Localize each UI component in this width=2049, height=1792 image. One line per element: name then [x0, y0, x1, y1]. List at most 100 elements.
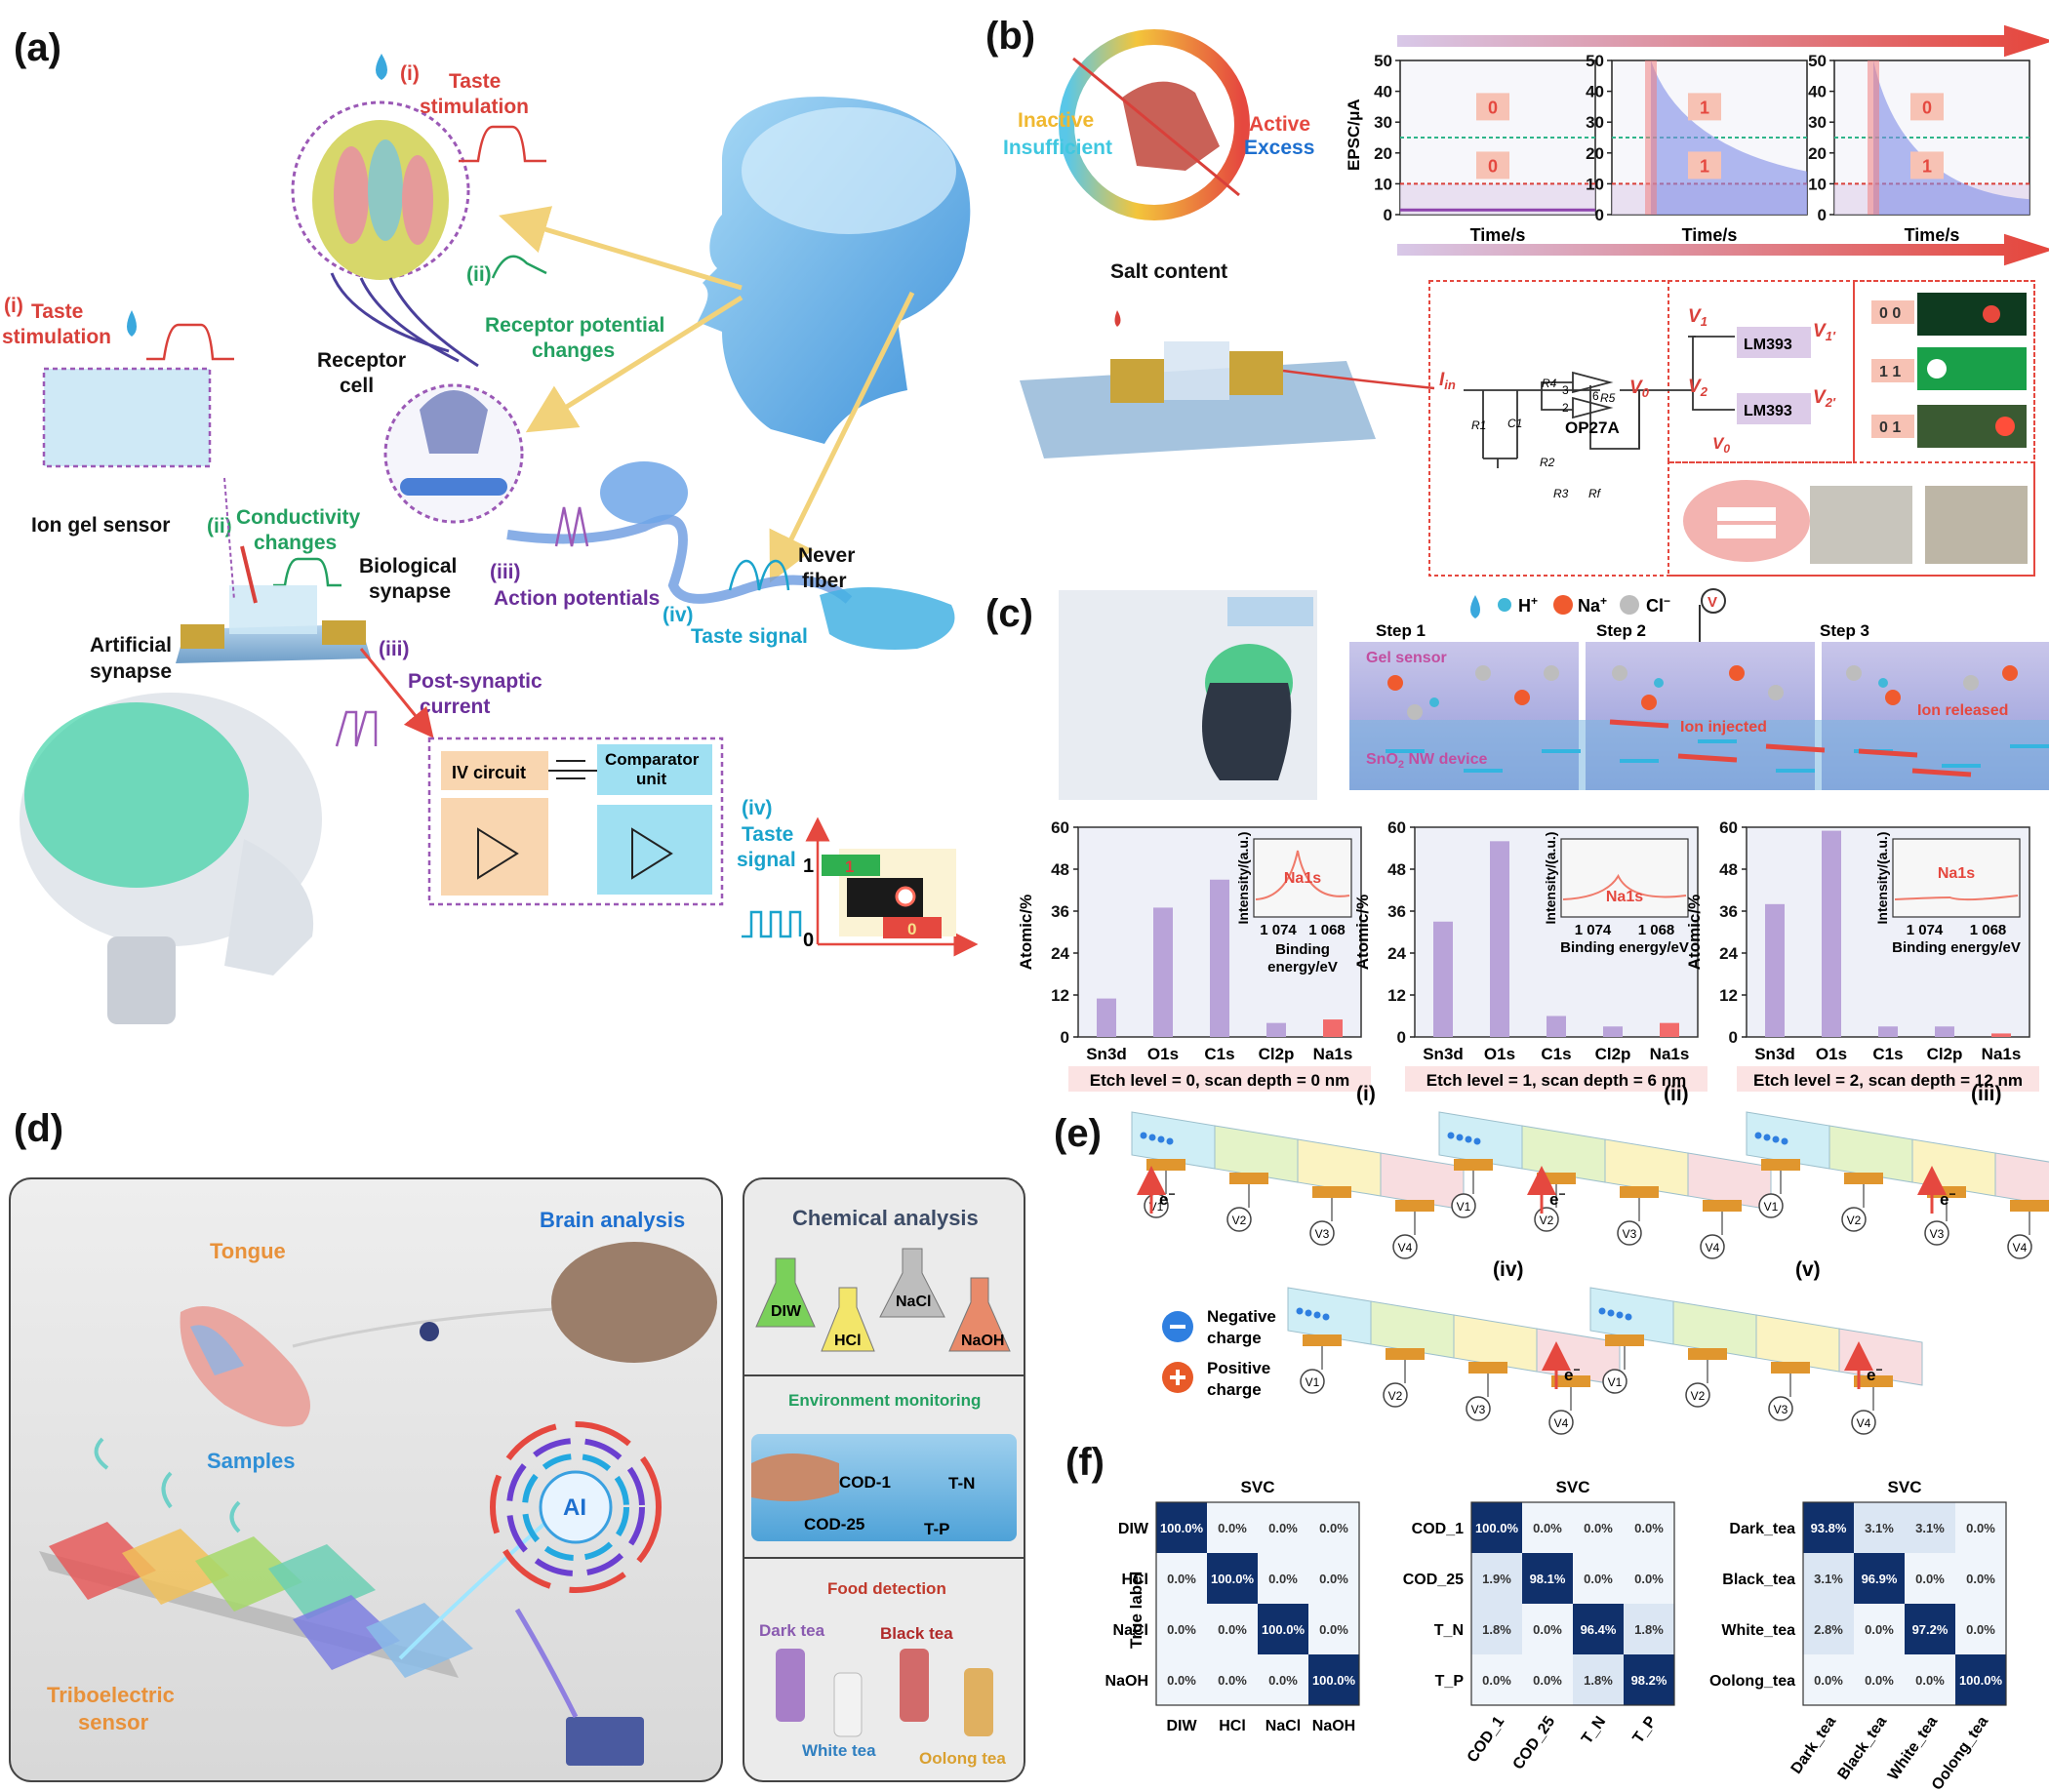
- xps-inset-xlabel: Binding energy/eV: [1560, 939, 1689, 956]
- salt-excess: Excess: [1244, 137, 1314, 159]
- panel-e: (e) V1V2V3V4(i)e−V1V2V3V4(ii)e−V1V2V3V4(…: [1054, 1083, 2049, 1435]
- injected-ion-streak: [1911, 768, 1972, 777]
- ion-particle-cl: [1963, 675, 1979, 691]
- y-tick-label: 50: [1374, 52, 1392, 70]
- out-1: 1: [803, 856, 814, 877]
- cm-value: 96.9%: [1862, 1572, 1898, 1586]
- ai-label: AI: [563, 1494, 586, 1521]
- rf-label: Rf: [1588, 487, 1602, 500]
- voltmeter-node: [1768, 1396, 1793, 1421]
- electrode-pad: [1761, 1159, 1800, 1171]
- v-node-label: V1: [1608, 1375, 1623, 1389]
- ion-particle-h: [1878, 678, 1888, 688]
- xps-bar-na1s: [1660, 1022, 1679, 1037]
- cm-col-label: White_tea: [1885, 1713, 1941, 1783]
- xps-bar-o1s: [1153, 907, 1173, 1037]
- ion-particle-na: [1514, 690, 1530, 705]
- electrode-pad: [1386, 1348, 1425, 1360]
- taste-signal: Taste signal: [691, 625, 808, 648]
- cm-cell: [1803, 1604, 1854, 1654]
- cm-cell: [1308, 1553, 1359, 1604]
- xps-title: Etch level = 1, scan depth = 6 nm: [1426, 1071, 1686, 1090]
- y-tick-label: 0: [1397, 1028, 1406, 1047]
- cm-cell: [1156, 1553, 1207, 1604]
- cm-cell: [1471, 1654, 1522, 1705]
- ion-particle-na: [1641, 695, 1657, 710]
- xps-bar-o1s: [1822, 830, 1841, 1037]
- code-box: [1476, 151, 1509, 179]
- cod1-label: COD-1: [839, 1473, 891, 1492]
- lm393-1-label: LM393: [1744, 337, 1792, 353]
- panel-letter-a: (a): [14, 26, 61, 69]
- cod25-label: COD-25: [804, 1515, 864, 1533]
- cm-col-label: T_N: [1579, 1714, 1609, 1748]
- xps-category-label: Sn3d: [1086, 1045, 1127, 1063]
- v-node-label: V4: [1554, 1416, 1569, 1430]
- electrode-pad: [1468, 1362, 1507, 1374]
- receptor-waveform: [491, 255, 547, 279]
- white-tea-label: White tea: [802, 1741, 876, 1760]
- charge-dot: [1781, 1137, 1788, 1145]
- v-node-label: V4: [1857, 1416, 1871, 1430]
- code-box: [1688, 93, 1721, 121]
- right-electrode: [1229, 351, 1283, 395]
- action-potential-waveform: [554, 506, 589, 547]
- xps-bar-c1s: [1210, 879, 1229, 1037]
- cm-col-label: COD_1: [1465, 1713, 1508, 1766]
- stage-label: (iv): [1493, 1258, 1524, 1281]
- cm-row-label: COD_25: [1403, 1572, 1464, 1588]
- xps-category-label: C1s: [1204, 1045, 1234, 1063]
- stage-label: (i): [1356, 1083, 1376, 1105]
- voltmeter-node: [1851, 1410, 1876, 1435]
- electrode-pad: [1688, 1348, 1727, 1360]
- cm-cell: [1803, 1553, 1854, 1604]
- cm-value: 0.0%: [1268, 1521, 1298, 1535]
- ion-particle-na: [2002, 665, 2018, 681]
- psc-waveform: [335, 710, 378, 747]
- charge-dot: [1616, 1311, 1624, 1319]
- step3-label: Step 3: [1820, 621, 1869, 640]
- tongue-label: Tongue: [210, 1239, 286, 1263]
- cm-cell: [1803, 1502, 1854, 1553]
- ion-particle-cl: [1475, 665, 1491, 681]
- cm-cell: [1156, 1654, 1207, 1705]
- y-tick-label: 20: [1808, 144, 1827, 163]
- cm-cell: [1522, 1654, 1573, 1705]
- xps-inset-xtick: 1 068: [1638, 922, 1675, 938]
- xps-category-label: Sn3d: [1423, 1045, 1464, 1063]
- xps-bar-sn3d: [1765, 903, 1785, 1037]
- psc-arrow: [359, 648, 434, 738]
- cm-col-label: Black_tea: [1834, 1713, 1890, 1782]
- panel-b: (b) Inactive Insufficient Active Excess …: [985, 15, 2049, 577]
- taste-signal-index: (iv): [663, 604, 694, 626]
- xps-ylabel: Atomic/%: [1685, 895, 1704, 970]
- never-fiber-line2: fiber: [802, 570, 847, 592]
- cm-value: 0.0%: [1218, 1521, 1247, 1535]
- salt-inactive: Inactive: [1018, 109, 1094, 132]
- scene-device: [1227, 597, 1313, 626]
- panel-letter-f: (f): [1065, 1441, 1105, 1484]
- conductivity-waveform: [273, 557, 342, 587]
- action-index: (iii): [490, 561, 521, 583]
- top-gradient-arrow: [1397, 24, 2049, 58]
- cm-cell: [1156, 1604, 1207, 1654]
- cm-row-label: DIW: [1118, 1521, 1149, 1537]
- gel-layer: [1164, 341, 1229, 400]
- ion-particle-cl: [1846, 665, 1862, 681]
- voltmeter-node: [2007, 1234, 2032, 1259]
- v2-label: V2: [1688, 377, 1708, 399]
- cm-row-label: White_tea: [1721, 1622, 1795, 1639]
- xps-bar-na1s: [1991, 1033, 2011, 1037]
- cm-value: 0.0%: [1167, 1572, 1196, 1586]
- cm-border: [1470, 1501, 1675, 1706]
- digital-signal-waveform: [742, 910, 802, 938]
- ion-injected-label: Ion injected: [1680, 719, 1767, 736]
- cm-cell: [1308, 1502, 1359, 1553]
- y-tick-label: 12: [1387, 986, 1406, 1005]
- y-tick-label: 60: [1051, 818, 1069, 837]
- oolong-tea-label: Oolong tea: [919, 1749, 1006, 1768]
- charge-dot: [1465, 1135, 1472, 1143]
- v-node-label: V4: [1398, 1241, 1413, 1254]
- salt-active: Active: [1249, 113, 1310, 136]
